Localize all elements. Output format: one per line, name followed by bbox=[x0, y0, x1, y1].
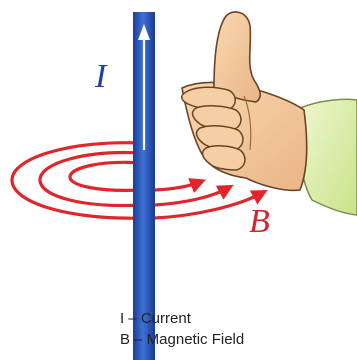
current-symbol: I bbox=[95, 58, 107, 95]
current-arrow-icon bbox=[138, 24, 150, 40]
magnetic-field-symbol: B bbox=[249, 203, 270, 240]
legend-item-magnetic-field: B – Magnetic Field bbox=[120, 331, 245, 348]
legend-item-current: I – Current bbox=[120, 310, 191, 327]
hand-icon bbox=[181, 11, 357, 216]
field-loops-back bbox=[10, 141, 143, 220]
legend: I – Current B – Magnetic Field bbox=[120, 308, 244, 350]
current-wire bbox=[133, 12, 155, 360]
field-loops-front bbox=[154, 178, 268, 220]
